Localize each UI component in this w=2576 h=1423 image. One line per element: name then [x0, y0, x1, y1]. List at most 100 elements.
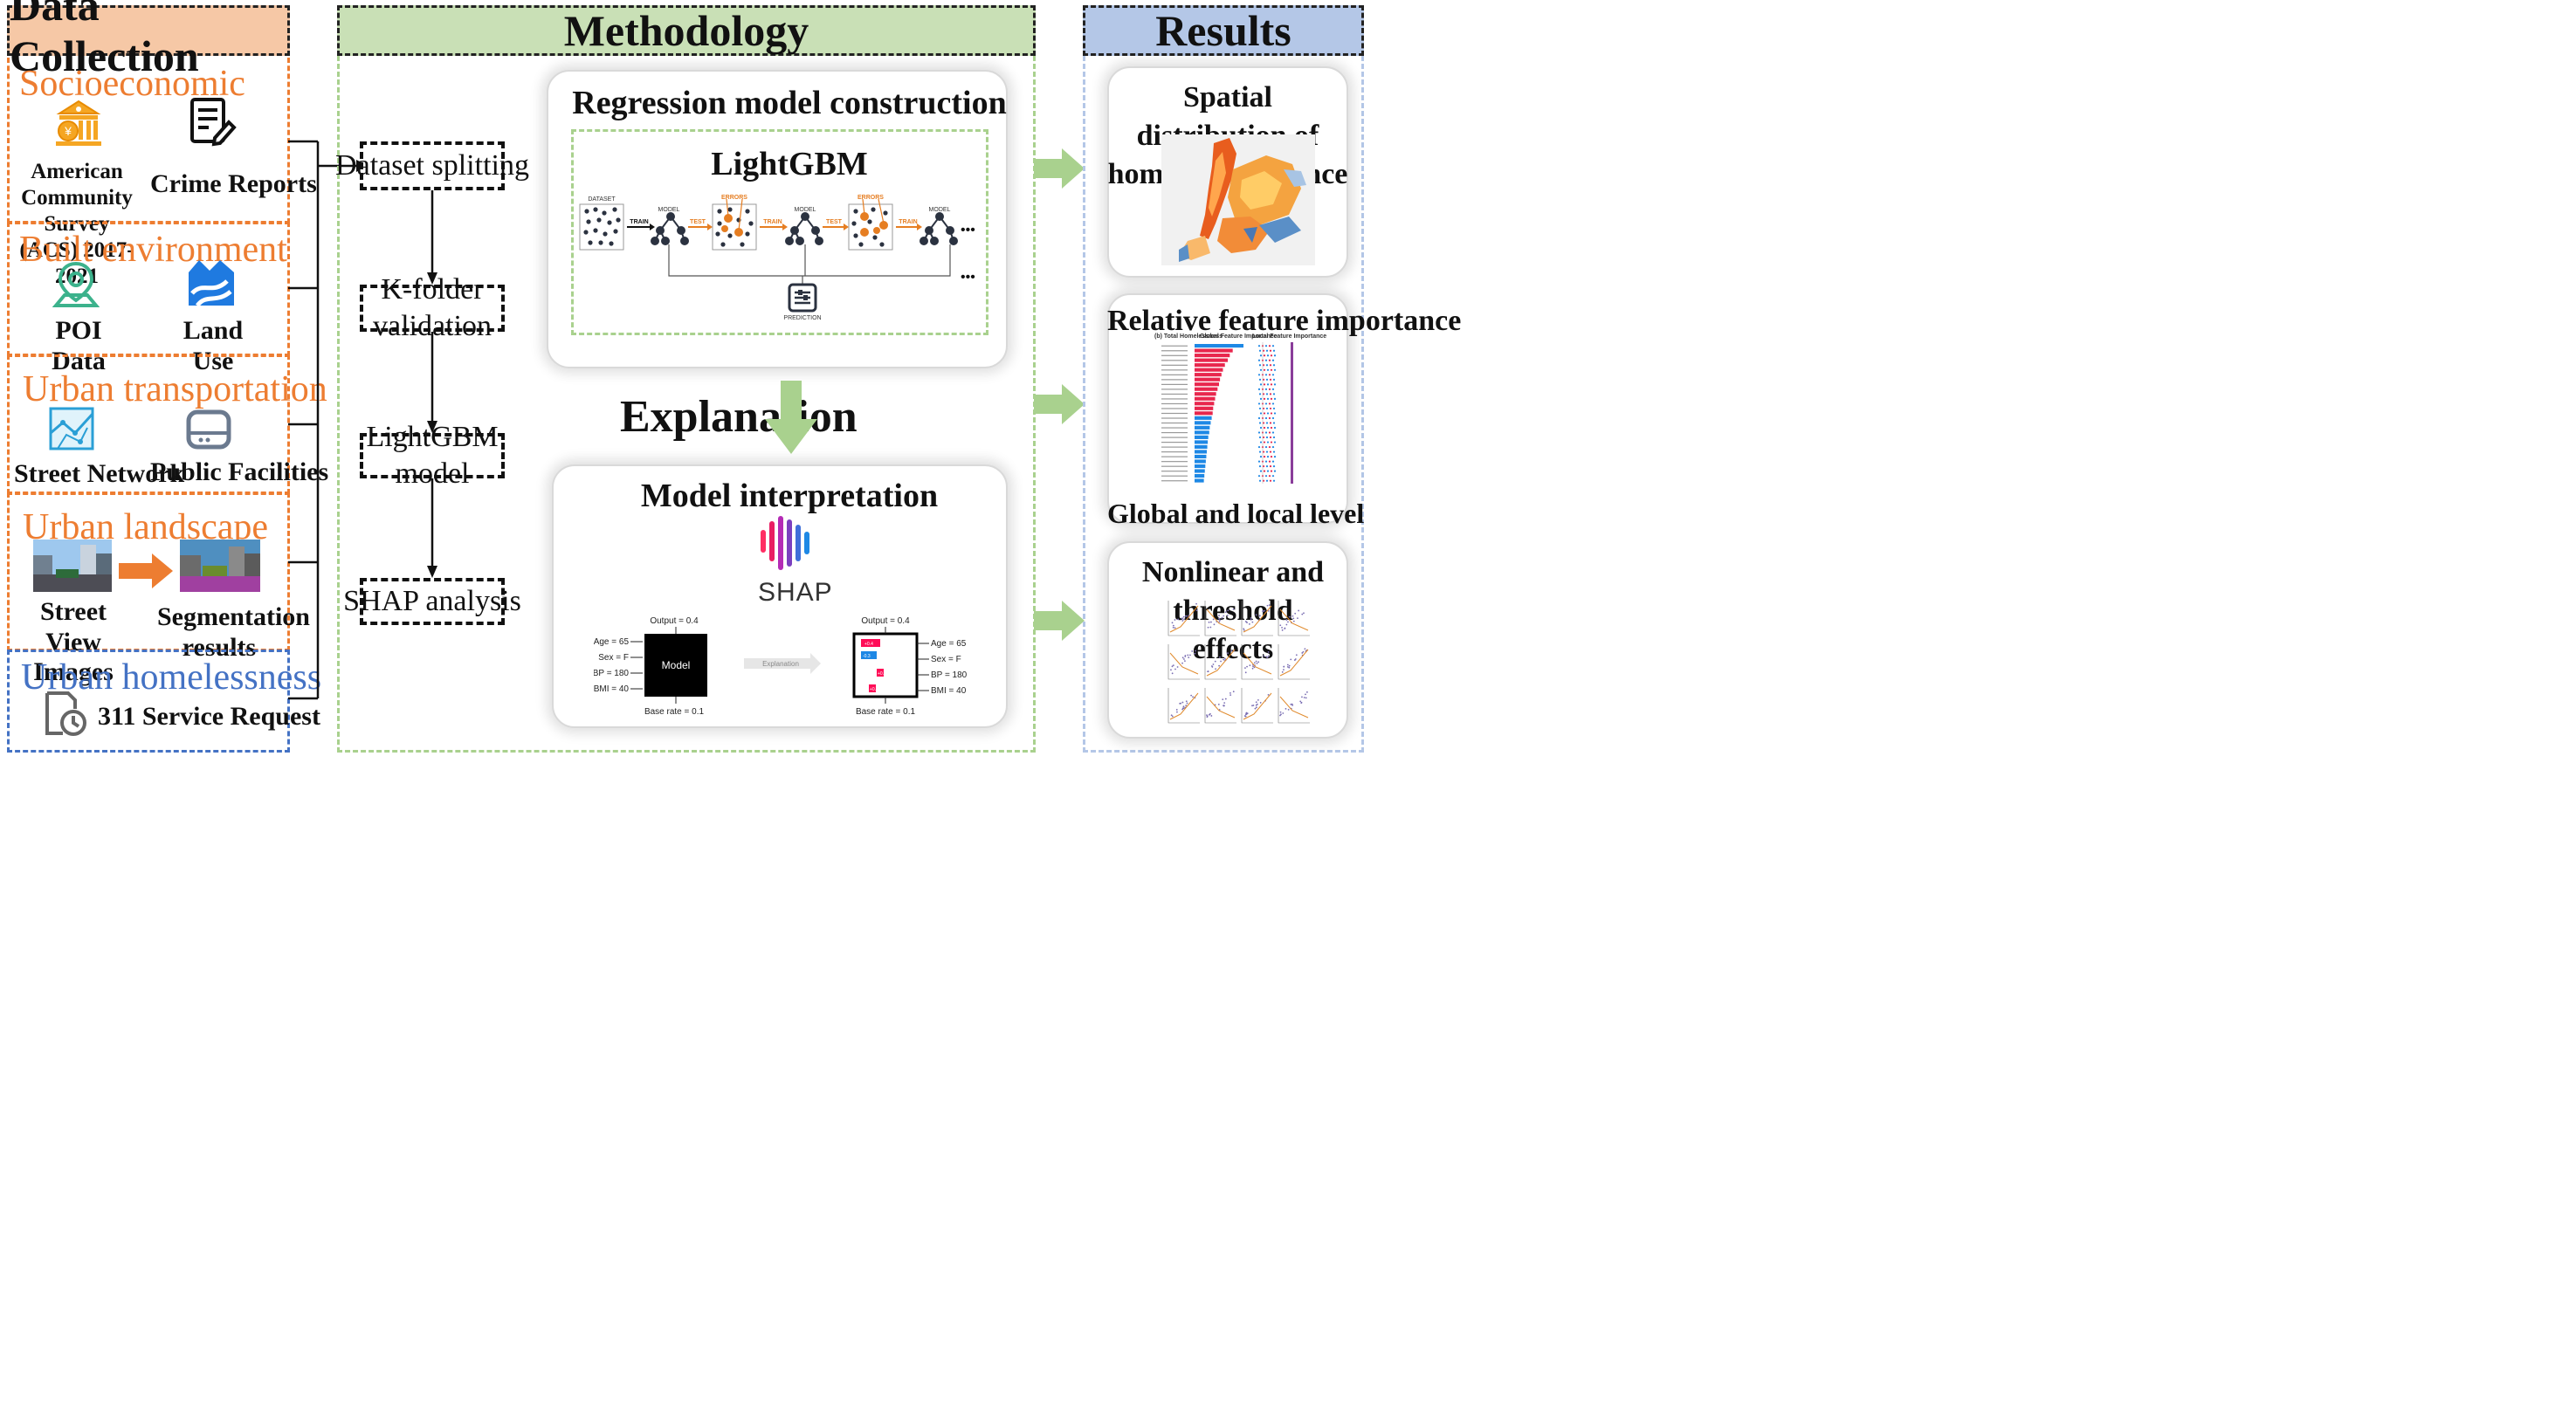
local-importance-point	[1258, 479, 1262, 482]
green-arrow-2	[1034, 384, 1085, 424]
mini-plot-axes	[1278, 601, 1310, 636]
local-importance-point	[1265, 378, 1269, 381]
local-importance-point	[1259, 412, 1263, 415]
importance-bar	[1195, 382, 1219, 387]
local-importance-point	[1273, 354, 1277, 357]
importance-feature-label	[1161, 393, 1188, 395]
local-importance-point	[1272, 465, 1276, 468]
mini-plot-point	[1255, 706, 1257, 709]
mini-plot-point	[1210, 621, 1212, 623]
local-importance-point	[1272, 422, 1276, 424]
local-importance-point	[1266, 397, 1270, 400]
local-importance-point	[1264, 475, 1268, 478]
mini-plot-point	[1291, 703, 1293, 705]
local-importance-point	[1262, 436, 1265, 439]
importance-bar	[1195, 425, 1210, 430]
local-importance-point	[1273, 368, 1277, 371]
local-importance-point	[1265, 479, 1269, 482]
mini-plot-point	[1184, 655, 1187, 657]
shap-explanation-arrow-label: Explanation	[762, 660, 799, 668]
local-importance-point	[1262, 407, 1265, 410]
local-importance-point	[1262, 465, 1265, 468]
local-importance-point	[1269, 422, 1272, 424]
mini-plot-point	[1195, 650, 1196, 652]
importance-bar	[1195, 440, 1209, 444]
mini-plot-point	[1294, 612, 1297, 615]
mini-plot-point	[1181, 657, 1184, 659]
nonlinear-title: Nonlinear and threshold effects	[1141, 556, 1325, 666]
nonlinear-card	[1107, 541, 1348, 739]
importance-subtitle: Global and local level	[1107, 498, 1365, 529]
map-network-icon	[49, 407, 94, 450]
importance-feature-label	[1161, 417, 1188, 419]
mini-plot-point	[1175, 709, 1178, 711]
mini-plot-point	[1182, 707, 1185, 710]
local-importance-point	[1266, 383, 1270, 386]
importance-chart	[1161, 342, 1293, 484]
local-importance-point	[1263, 470, 1266, 472]
mini-plot-point	[1249, 664, 1251, 667]
mini-plot-point	[1255, 660, 1257, 663]
shap-contrib-age: +0.4	[864, 642, 873, 647]
mini-plot-point	[1219, 656, 1221, 658]
mini-plot-point	[1224, 698, 1227, 700]
importance-bar	[1195, 464, 1206, 469]
local-importance-point	[1262, 349, 1265, 352]
mini-plot-point	[1301, 613, 1304, 615]
nonlinear-plots	[1167, 601, 1310, 724]
mini-plot-point	[1298, 609, 1300, 612]
shap-feature-sex-left: Sex = F	[598, 653, 629, 663]
local-importance-point	[1269, 407, 1272, 410]
local-importance-point	[1264, 445, 1268, 449]
mini-plot-point	[1286, 665, 1289, 668]
importance-feature-label	[1161, 480, 1188, 482]
local-importance-point	[1257, 416, 1261, 420]
shap-contrib-bmi: +0.1	[870, 687, 878, 692]
mini-plot-trend-line	[1243, 692, 1272, 720]
local-importance-point	[1265, 422, 1269, 424]
mini-plot-trend-line	[1206, 696, 1236, 718]
shap-base-right: Base rate = 0.1	[856, 707, 916, 717]
mini-plot-point	[1212, 618, 1215, 621]
importance-feature-label	[1161, 388, 1188, 390]
local-importance-point	[1257, 431, 1261, 434]
shap-feature-sex-right: Sex = F	[931, 655, 961, 664]
mini-plot-point	[1182, 705, 1185, 708]
mini-plot-point	[1252, 665, 1254, 668]
importance-feature-label	[1161, 364, 1188, 366]
lightgbm-diagram: DATASET MODEL MODEL MODEL ERRORS ERRORS …	[579, 195, 975, 321]
explanation-label: Explanation	[620, 392, 858, 442]
importance-feature-label	[1161, 408, 1188, 409]
local-importance-point	[1263, 412, 1266, 415]
lgbm-dots-1: •••	[961, 223, 975, 237]
mini-plot-point	[1257, 698, 1259, 701]
local-importance-point	[1266, 470, 1270, 472]
local-importance-point	[1263, 383, 1266, 386]
mini-plot-point	[1218, 664, 1220, 667]
mini-plot-point	[1288, 615, 1291, 618]
local-importance-point	[1270, 426, 1273, 430]
mini-plot-point	[1305, 697, 1307, 699]
mini-plot-point	[1176, 711, 1178, 713]
mini-plot-point	[1285, 623, 1288, 626]
mini-plot-axes	[1167, 601, 1200, 636]
mini-plot-point	[1215, 668, 1216, 670]
mini-plot-point	[1258, 615, 1261, 617]
mini-plot-point	[1176, 666, 1179, 668]
local-importance-point	[1270, 470, 1273, 472]
green-arrow-1	[1034, 148, 1085, 189]
importance-bar	[1195, 354, 1230, 358]
lgbm-dots-2: •••	[961, 270, 975, 285]
mini-plot-point	[1290, 658, 1292, 661]
mini-plot-point	[1302, 650, 1305, 653]
local-importance-point	[1269, 393, 1272, 395]
mini-plot-point	[1256, 662, 1258, 664]
local-importance-point	[1269, 378, 1272, 381]
mini-plot-point	[1305, 693, 1306, 696]
local-importance-point	[1264, 460, 1268, 463]
mini-plot-point	[1293, 659, 1296, 661]
local-importance-point	[1271, 445, 1275, 449]
local-importance-point	[1259, 441, 1263, 443]
importance-feature-label	[1161, 354, 1188, 356]
local-importance-point	[1268, 402, 1271, 405]
